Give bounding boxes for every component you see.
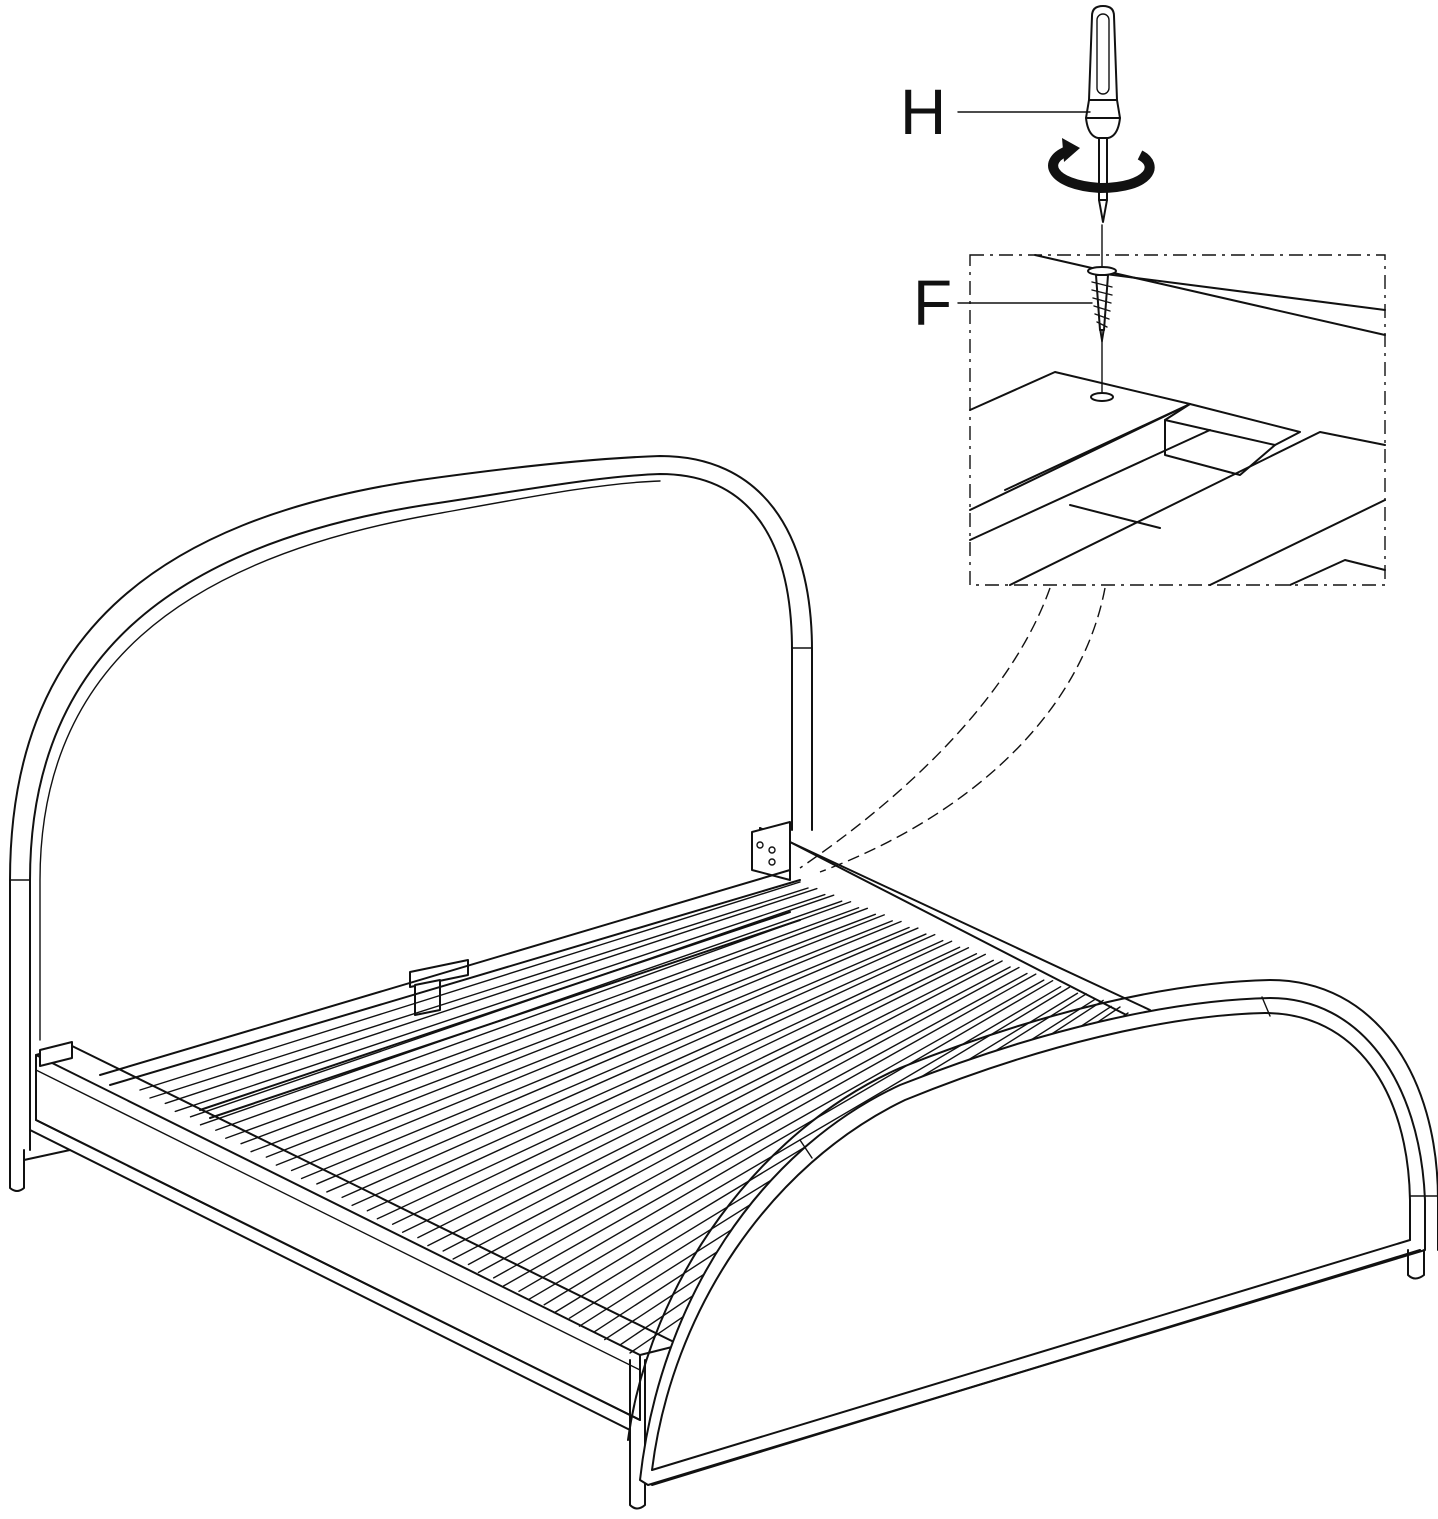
slat — [366, 940, 961, 1220]
detail-callout — [799, 224, 1386, 873]
label-f: F — [913, 267, 1093, 339]
slat — [518, 979, 1062, 1301]
screwdriver-icon — [1085, 5, 1121, 223]
rotate-arrow-icon — [1048, 138, 1155, 194]
slats — [139, 881, 1129, 1354]
screwdriver-label: H — [900, 76, 946, 148]
slat — [341, 933, 944, 1207]
footboard — [627, 979, 1438, 1486]
slat — [391, 947, 978, 1233]
slat — [417, 953, 994, 1247]
slat — [316, 927, 927, 1193]
bed-frame — [29, 821, 1151, 1510]
slat — [164, 887, 826, 1113]
slat — [290, 920, 910, 1180]
slat — [139, 881, 809, 1099]
slat — [215, 901, 860, 1139]
headboard — [9, 455, 813, 1192]
slat — [467, 966, 1028, 1274]
screw-label: F — [913, 267, 952, 339]
slat — [240, 907, 877, 1153]
screw-icon — [1087, 266, 1117, 343]
slat — [265, 914, 893, 1166]
slat — [442, 960, 1011, 1260]
slat — [492, 973, 1045, 1287]
label-h: H — [900, 76, 1091, 148]
